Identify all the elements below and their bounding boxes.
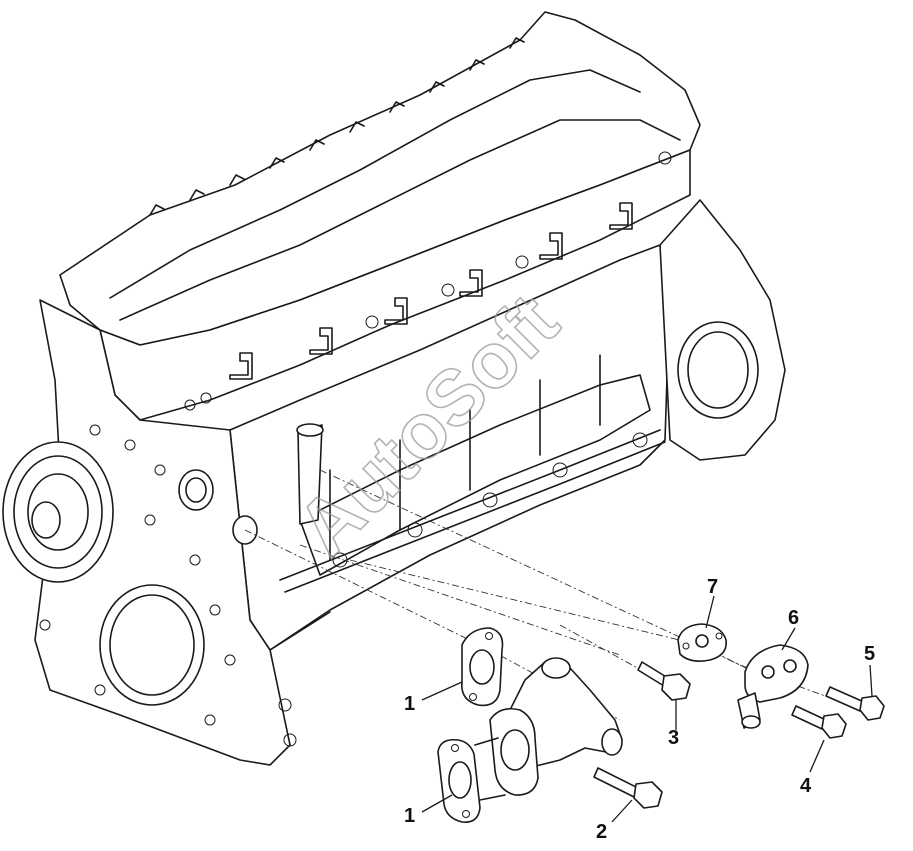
callout-bolt-short: 3 xyxy=(668,727,679,749)
callout-flange-connector: 6 xyxy=(788,607,799,629)
callout-gasket-upper: 1 xyxy=(404,693,415,715)
callout-gasket-lower: 1 xyxy=(404,805,415,827)
gasket-upper xyxy=(461,627,504,707)
bolt-long xyxy=(593,767,663,809)
bolt-flange-right xyxy=(825,686,885,721)
engine-block xyxy=(2,11,786,766)
callout-flange-gasket: 7 xyxy=(707,576,718,598)
bolt-flange-lower xyxy=(791,705,847,739)
flange-connector xyxy=(737,644,809,729)
bolt-short xyxy=(637,661,691,701)
gasket-lower xyxy=(437,738,481,824)
callout-bolt-flange-lower: 4 xyxy=(800,775,812,797)
callout-bolt-long: 2 xyxy=(596,821,607,843)
callout-bolt-flange-right: 5 xyxy=(864,643,875,665)
flange-gasket xyxy=(677,623,727,662)
water-outlet-housing xyxy=(474,657,623,801)
leader-lines xyxy=(421,595,873,823)
